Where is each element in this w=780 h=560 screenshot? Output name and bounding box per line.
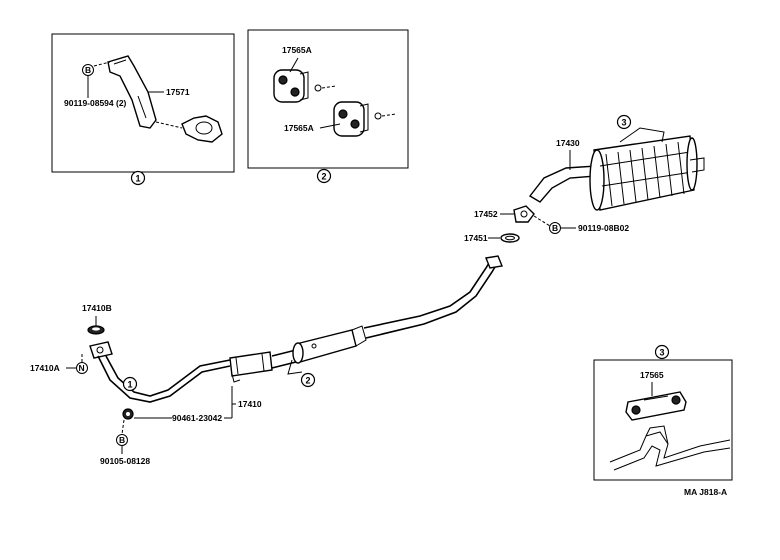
label-90119-08B02: 90119-08B02 bbox=[578, 223, 629, 233]
callout-2-pipe: 2 bbox=[300, 372, 316, 388]
muffler-17430[interactable] bbox=[528, 127, 705, 211]
label-17571: 17571 bbox=[166, 87, 190, 97]
inset-box-2: 17565A 17565A 2 bbox=[247, 29, 409, 184]
callout-1-inset: 1 bbox=[130, 170, 146, 186]
exhaust-pipe-assembly-17410[interactable] bbox=[89, 255, 503, 403]
bolt-marker-right: B bbox=[549, 222, 561, 234]
callout-3-inset: 3 bbox=[654, 344, 670, 360]
label-90119-08594: 90119-08594 (2) bbox=[64, 98, 127, 108]
label-17565A-bottom: 17565A bbox=[284, 123, 314, 133]
callout-3-muffler: 3 bbox=[616, 114, 632, 130]
nut-marker: N bbox=[76, 362, 88, 374]
label-17410A: 17410A bbox=[30, 363, 60, 373]
mount-bolt-lower bbox=[374, 112, 397, 120]
inset-box-1: B 90119-08594 (2) 17571 1 bbox=[51, 33, 235, 186]
bolt-letter-right: B bbox=[552, 223, 558, 233]
label-90105-08128: 90105-08128 bbox=[100, 456, 150, 466]
callout-2-pipe-label: 2 bbox=[306, 376, 311, 386]
clamp-17452[interactable] bbox=[513, 205, 535, 223]
bolt-letter-lower: B bbox=[119, 435, 125, 445]
rubber-mount-lower[interactable] bbox=[333, 101, 369, 137]
callout-3-muffler-label: 3 bbox=[622, 118, 627, 128]
rear-hanger-17565[interactable] bbox=[625, 391, 687, 421]
callout-1-label: 1 bbox=[136, 174, 141, 184]
inset-box-3: 3 17565 bbox=[593, 344, 733, 481]
mount-bolt-upper bbox=[314, 84, 337, 92]
callout-3-inset-label: 3 bbox=[660, 348, 665, 358]
gasket-17451[interactable] bbox=[500, 233, 520, 243]
callout-1-pipe: 1 bbox=[122, 376, 138, 392]
label-90461-23042: 90461-23042 bbox=[172, 413, 222, 423]
label-17410B: 17410B bbox=[82, 303, 112, 313]
gasket-17410B[interactable] bbox=[87, 325, 105, 335]
label-17565: 17565 bbox=[640, 370, 664, 380]
label-17410: 17410 bbox=[238, 399, 262, 409]
label-17430: 17430 bbox=[556, 138, 580, 148]
label-17451: 17451 bbox=[464, 233, 488, 243]
callout-1-pipe-label: 1 bbox=[128, 380, 133, 390]
label-17452: 17452 bbox=[474, 209, 498, 219]
hanger-bracket-17571[interactable] bbox=[107, 55, 157, 129]
bolt-letter: B bbox=[85, 65, 91, 75]
callout-2-inset: 2 bbox=[316, 168, 332, 184]
callout-2-label: 2 bbox=[322, 172, 327, 182]
bolt-marker: B bbox=[82, 64, 94, 76]
nut-letter: N bbox=[79, 363, 85, 373]
diagram-code: MA J818-A bbox=[684, 487, 727, 497]
label-17565A-top: 17565A bbox=[282, 45, 312, 55]
gasket-90461-23042[interactable] bbox=[122, 408, 134, 420]
rubber-mount-upper[interactable] bbox=[273, 69, 309, 103]
bolt-marker-lower: B bbox=[116, 434, 128, 446]
